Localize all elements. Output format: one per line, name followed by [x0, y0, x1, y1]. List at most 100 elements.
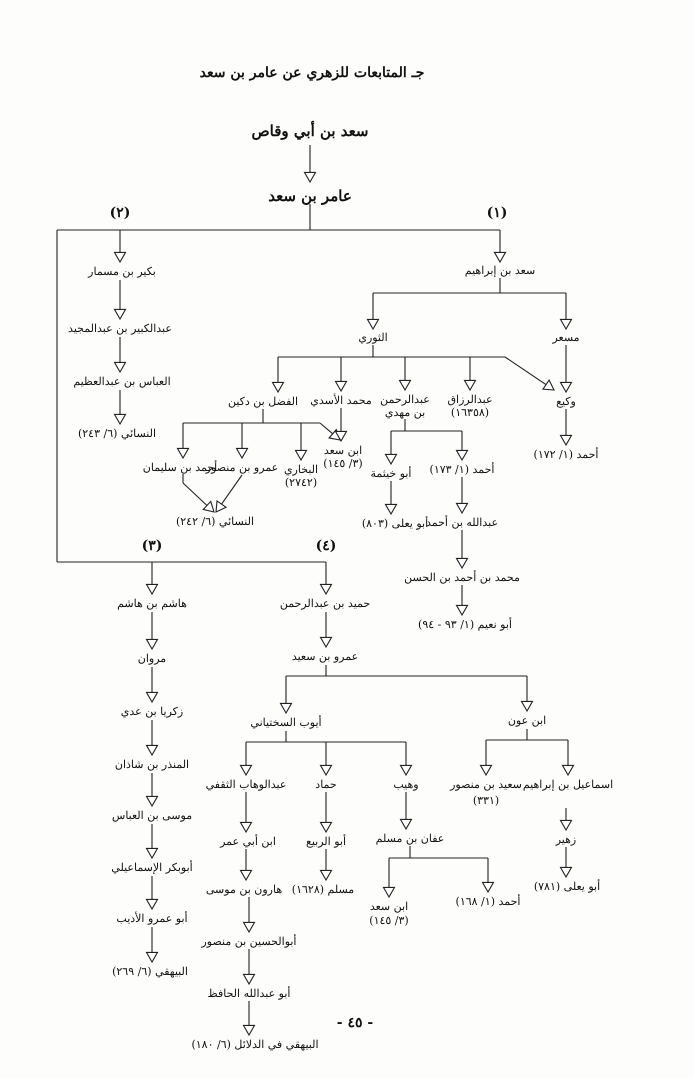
arrowhead: [271, 381, 285, 394]
node-ayyub: أيوب السختياني: [250, 716, 322, 729]
arrowhead: [520, 700, 534, 713]
arrowhead: [455, 502, 469, 515]
node-saeed-mansur: سعيد بن منصور: [450, 778, 522, 791]
arrowhead: [145, 795, 159, 808]
arrowhead: [319, 583, 333, 596]
node-amr-mansur: عمرو بن منصور: [205, 461, 279, 474]
node-amir-bin-saad: عامر بن سعد: [268, 187, 352, 205]
arrowhead: [319, 821, 333, 834]
node-abdulrahman-mahdi-line2: بن مهدي: [384, 406, 426, 419]
arrowhead: [294, 449, 308, 462]
arrowhead: [479, 764, 493, 777]
node-mundhir: المنذر بن شاذان: [114, 758, 190, 771]
arrowhead: [145, 583, 159, 596]
node-ismail-ibrahim: اسماعيل بن إبراهيم: [522, 778, 614, 791]
node-saad-abi-waqqas: سعد بن أبي وقاص: [251, 122, 369, 140]
arrowhead: [366, 318, 380, 331]
arrowhead: [145, 847, 159, 860]
arrowhead: [239, 821, 253, 834]
node-nasai-243: النسائي (٦/ ٢٤٣): [77, 427, 157, 440]
arrowhead: [463, 379, 477, 392]
arrowhead: [559, 434, 573, 447]
connector-line: [319, 422, 334, 435]
node-fadl-dukain: الفضل بن دكين: [227, 395, 299, 408]
node-abulhusain: أبوالحسين بن منصور: [201, 935, 297, 948]
node-ahmad-172: أحمد (١/ ١٧٢): [533, 448, 599, 461]
arrowhead: [455, 449, 469, 462]
arrowhead: [145, 951, 159, 964]
node-hashim: هاشم بن هاشم: [117, 597, 187, 610]
node-abdulrahman-mahdi: عبدالرحمن: [380, 393, 430, 406]
node-abu-yala-781: أبو يعلى (٧٨١): [533, 880, 601, 893]
node-ibn-saad-2: ابن سعد: [369, 900, 409, 913]
arrowhead: [493, 251, 507, 264]
arrowhead: [242, 973, 256, 986]
page-number: - ٤٥ -: [336, 1015, 374, 1031]
node-ahmad-168: أحمد (١/ ١٦٨): [455, 895, 521, 908]
node-affan: عفان بن مسلم: [375, 832, 445, 845]
node-abdulrazzaq: عبدالرزاق: [447, 393, 493, 406]
arrowhead: [242, 921, 256, 934]
node-ibn-abi-umar: ابن أبي عمر: [220, 835, 276, 848]
node-abdullah-ahmad: عبدالله بن أحمد: [425, 516, 499, 529]
branch-label-2: (٢): [109, 205, 131, 221]
arrowhead: [559, 381, 573, 394]
node-baihaqi-dalail: البيهقي في الدلائل (٦/ ١٨٠): [191, 1038, 319, 1051]
arrowhead: [176, 447, 190, 460]
node-ibn-saad-2-ref: (٣/ ١٤٥): [369, 914, 409, 927]
node-abdulkabir: عبدالكبير بن عبدالمجيد: [68, 322, 172, 335]
node-abu-khaithama: أبو خيثمة: [370, 467, 412, 480]
arrowhead: [559, 318, 573, 331]
branch-label-4: (٤): [315, 538, 337, 554]
arrowhead: [145, 898, 159, 911]
arrowhead: [145, 691, 159, 704]
arrowhead: [239, 764, 253, 777]
arrowhead: [113, 413, 127, 426]
node-abu-abdullah: أبو عبدالله الحافظ: [207, 987, 291, 1000]
arrowhead: [559, 819, 573, 832]
arrowhead: [398, 379, 412, 392]
arrowhead: [384, 503, 398, 516]
arrowhead: [541, 378, 555, 391]
arrowhead: [239, 869, 253, 882]
arrowhead: [242, 1024, 256, 1037]
connector-line: [182, 482, 208, 507]
node-musa-abbas: موسى بن العباس: [111, 809, 193, 822]
node-abdulwahhab: عبدالوهاب الثقفي: [205, 778, 287, 791]
arrowhead: [334, 380, 348, 393]
arrowhead: [145, 638, 159, 651]
node-ibn-saad-1: ابن سعد: [323, 444, 363, 457]
arrowhead: [384, 453, 398, 466]
arrowhead: [145, 744, 159, 757]
node-abu-nuaim: أبو نعيم (١/ ٩٣ - ٩٤): [418, 618, 512, 631]
node-abu-yala-803: أبو يعلى (٨٠٣): [361, 517, 429, 530]
node-hammad: حماد: [315, 778, 337, 791]
node-abdulrazzaq-ref: (١٦٣٥٨): [450, 406, 490, 419]
arrowhead: [561, 764, 575, 777]
node-abbas-abdulazim: العباس بن عبدالعظيم: [73, 375, 171, 388]
arrowhead: [399, 764, 413, 777]
connector-line: [220, 474, 243, 505]
node-muhammad-asadi: محمد الأسدي: [310, 394, 372, 407]
node-misar: مسعر: [552, 331, 580, 344]
node-wuhaib: وهيب: [393, 778, 419, 791]
branch-label-1: (١): [486, 205, 508, 221]
node-ahmad-sulaiman: أحمد بن سليمان: [142, 461, 218, 474]
connector-line: [504, 356, 547, 386]
node-waki: وكيع: [556, 395, 576, 408]
node-ibn-awn: ابن عون: [507, 714, 547, 727]
node-zuhair: زهير: [555, 833, 577, 846]
node-thawri: الثوري: [358, 331, 388, 344]
arrowhead: [215, 499, 228, 513]
node-harun-musa: هارون بن موسى: [205, 883, 283, 896]
arrowhead: [559, 866, 573, 879]
node-marwan: مروان: [137, 652, 167, 665]
node-bukhari: البخاري: [283, 463, 319, 476]
arrowhead: [303, 171, 317, 184]
branch-label-3: (٣): [141, 538, 163, 554]
node-ibn-saad-1-ref: (٣/ ١٤٥): [323, 457, 363, 470]
arrowhead: [319, 869, 333, 882]
arrowhead: [202, 500, 215, 513]
